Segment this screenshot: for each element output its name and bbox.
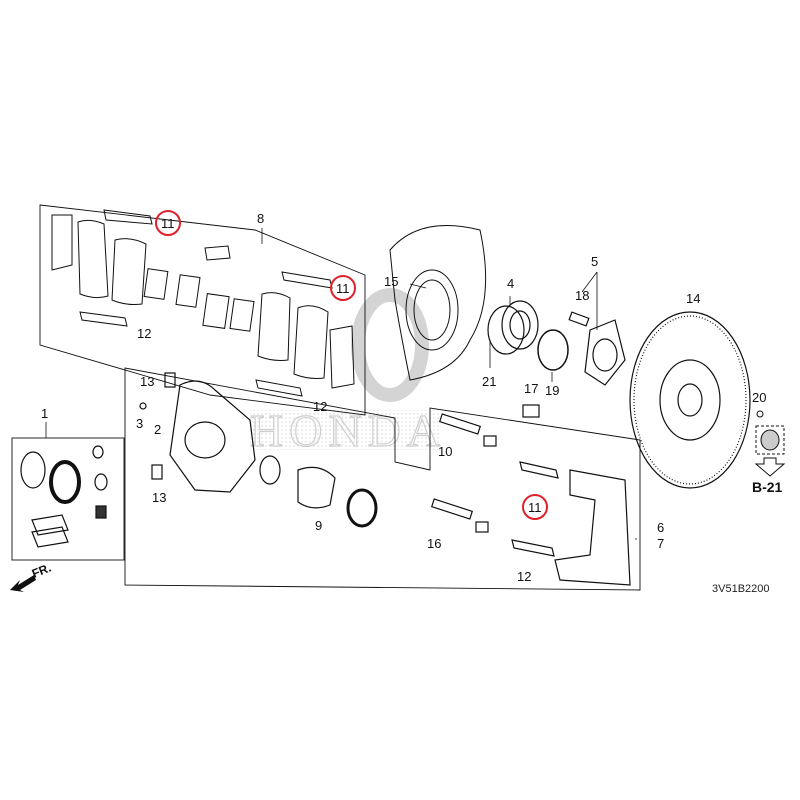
callout-12b: 12 (313, 399, 327, 414)
highlight-circles (155, 210, 548, 520)
down-arrow-icon (754, 457, 786, 477)
callout-12a: 12 (137, 326, 151, 341)
hub (568, 311, 626, 386)
front-direction: FR. (10, 561, 53, 592)
slide-pins (430, 404, 540, 533)
snap-ring (537, 329, 569, 371)
seal-kit (20, 445, 108, 548)
callout-6: 6 (657, 520, 664, 535)
pad-set-frame (39, 204, 366, 416)
callout-12c: 12 (517, 569, 531, 584)
callout-2: 2 (154, 422, 161, 437)
honda-watermark: HONDA (249, 288, 446, 457)
hub-nut (755, 410, 785, 455)
callout-labels: 1 2 3 4 5 6 7 8 9 10 11 11 11 12 12 12 1… (41, 211, 766, 584)
caliper-bracket (511, 461, 631, 586)
callout-18: 18 (575, 288, 589, 303)
callout-3: 3 (136, 416, 143, 431)
callout-13a: 13 (140, 374, 154, 389)
callout-11c: 11 (528, 500, 542, 515)
callout-5: 5 (591, 254, 598, 269)
callout-19: 19 (545, 383, 559, 398)
callout-21: 21 (482, 374, 496, 389)
caliper-body (139, 372, 378, 528)
callout-16: 16 (427, 536, 441, 551)
reference-label: B-21 (752, 479, 783, 495)
callout-9: 9 (315, 518, 322, 533)
splash-guard (389, 225, 487, 381)
callout-20: 20 (752, 390, 766, 405)
brake-disc (629, 311, 751, 489)
pad-set-left (51, 209, 231, 327)
caliper-frame (124, 367, 641, 591)
wheel-bearing (487, 300, 539, 355)
front-label: FR. (30, 561, 53, 581)
seal-kit-frame (11, 437, 125, 561)
callout-1: 1 (41, 406, 48, 421)
callout-17: 17 (524, 381, 538, 396)
callout-11b: 11 (336, 281, 350, 296)
callout-15: 15 (384, 274, 398, 289)
reference-b21: B-21 (752, 457, 786, 495)
callout-10: 10 (438, 444, 452, 459)
callout-8: 8 (257, 211, 264, 226)
diagram-code: 3V51B2200 (712, 583, 770, 595)
callout-4: 4 (507, 276, 514, 291)
callout-7: 7 (657, 536, 664, 551)
callout-13b: 13 (152, 490, 166, 505)
watermark-text: HONDA (250, 405, 446, 456)
callout-11a: 11 (161, 216, 175, 231)
leader-lines (45, 228, 637, 540)
front-arrow-icon (10, 575, 36, 592)
callout-14: 14 (686, 291, 700, 306)
